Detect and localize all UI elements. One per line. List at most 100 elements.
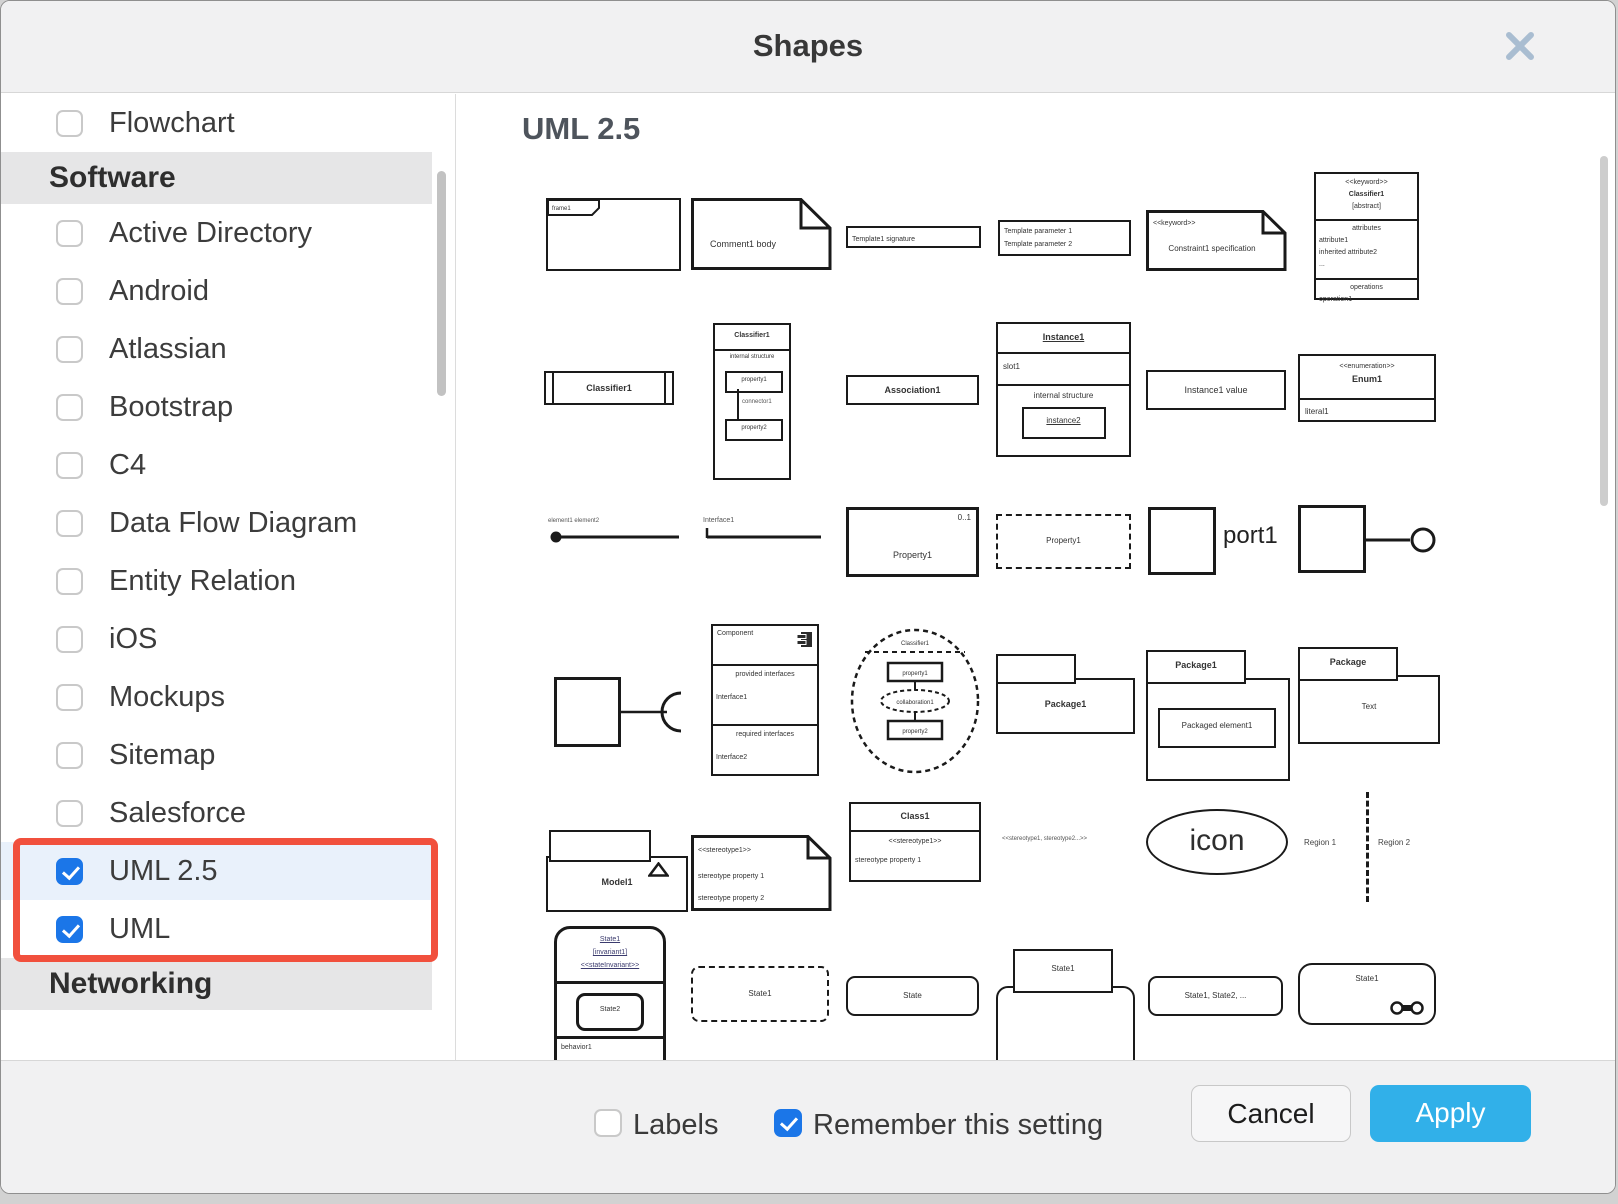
shape-package-simple: Package1 (996, 654, 1135, 734)
shape-state-composite: State1 (996, 949, 1135, 1062)
checkbox-ios[interactable] (56, 625, 83, 653)
sidebar-scrollbar[interactable] (437, 171, 446, 396)
sidebar-item-label: Data Flow Diagram (109, 506, 358, 539)
shape-regions: Region 1 Region 2 (1302, 792, 1452, 902)
dialog-title: Shapes (752, 28, 864, 63)
preview-scrollbar[interactable] (1600, 156, 1608, 506)
cancel-button[interactable]: Cancel (1191, 1085, 1351, 1142)
checkbox-atlassian[interactable] (56, 335, 83, 363)
shape-component: Component provided interfaces Interface1… (711, 624, 819, 776)
shape-state-full: State1 [invariant1] <<stateInvariant>> S… (554, 926, 666, 1062)
shape-state-plain: State (846, 976, 979, 1016)
shape-socket-square (554, 677, 621, 747)
remember-setting-checkbox[interactable] (774, 1109, 802, 1137)
checkbox-salesforce[interactable] (56, 799, 83, 827)
shape-interface-line: Interface1 (703, 517, 821, 539)
sidebar-item-mockups[interactable]: Mockups (1, 668, 432, 726)
checkbox-c4[interactable] (56, 451, 83, 479)
sidebar-item-label: Mockups (109, 680, 226, 713)
sidebar-item-label: C4 (109, 448, 147, 481)
shape-state-list: State1, State2, ... (1148, 976, 1283, 1016)
sidebar-item-label: Atlassian (109, 332, 227, 365)
sidebar-item-atlassian[interactable]: Atlassian (1, 320, 432, 378)
sidebar-item-label: Salesforce (109, 796, 247, 829)
checkbox-android[interactable] (56, 277, 83, 305)
apply-button[interactable]: Apply (1370, 1085, 1531, 1142)
sidebar-item-sitemap[interactable]: Sitemap (1, 726, 432, 784)
shape-port-square (1148, 507, 1216, 575)
sidebar-section-networking: Networking (1, 958, 432, 1010)
close-icon[interactable] (1503, 29, 1537, 63)
shape-property-dashed: Property1 (996, 514, 1131, 569)
checkbox-active-directory[interactable] (56, 219, 83, 247)
checkbox-sitemap[interactable] (56, 741, 83, 769)
shape-library-sidebar: Flowchart Software Active Directory Andr… (1, 94, 456, 1060)
sidebar-item-c4[interactable]: C4 (1, 436, 432, 494)
shape-association: Association1 (846, 375, 979, 405)
svg-text:Comment1 body: Comment1 body (710, 239, 777, 249)
shape-preview-panel: UML 2.5 frame1 Comment1 body Template1 s… (457, 94, 1614, 1062)
shape-icon-ellipse: icon (1146, 809, 1288, 875)
svg-text:<<keyword>>: <<keyword>> (1153, 220, 1195, 227)
shape-ball-square (1298, 505, 1366, 573)
svg-text:property2: property2 (902, 729, 928, 735)
submachine-glasses-icon (1390, 1001, 1424, 1015)
sidebar-item-flowchart[interactable]: Flowchart (1, 94, 432, 152)
shape-package-element: Package1 Packaged element1 (1146, 650, 1290, 781)
labels-checkbox[interactable] (594, 1109, 622, 1137)
shape-model: Model1 (546, 830, 688, 912)
sidebar-item-data-flow-diagram[interactable]: Data Flow Diagram (1, 494, 432, 552)
svg-text:Interface1: Interface1 (703, 517, 734, 524)
svg-text:stereotype property 2: stereotype property 2 (698, 895, 764, 902)
svg-text:Classifier1: Classifier1 (901, 641, 930, 647)
checkbox-flowchart[interactable] (56, 109, 83, 137)
svg-text:frame1: frame1 (552, 206, 571, 212)
svg-text:stereotype property 1: stereotype property 1 (698, 873, 764, 880)
shape-frame: frame1 (546, 198, 681, 271)
sidebar-item-bootstrap[interactable]: Bootstrap (1, 378, 432, 436)
shape-enumeration: <<enumeration>> Enum1 literal1 (1298, 354, 1436, 422)
shape-collaboration: Classifier1 property1 collaboration1 pro… (850, 628, 980, 774)
dialog-header: Shapes (1, 1, 1615, 93)
sidebar-item-active-directory[interactable]: Active Directory (1, 204, 432, 262)
checkbox-entity-relation[interactable] (56, 567, 83, 595)
sidebar-item-uml[interactable]: UML (1, 900, 432, 958)
shape-classifier-simple: Classifier1 (544, 371, 674, 405)
checkbox-uml[interactable] (56, 915, 83, 943)
checkbox-bootstrap[interactable] (56, 393, 83, 421)
sidebar-item-entity-relation[interactable]: Entity Relation (1, 552, 432, 610)
sidebar-item-android[interactable]: Android (1, 262, 432, 320)
shape-state-submachine: State1 (1298, 963, 1436, 1025)
shape-constraint-note: <<keyword>> Constraint1 specification (1146, 210, 1287, 271)
checkbox-data-flow-diagram[interactable] (56, 509, 83, 537)
svg-text:Constraint1 specification: Constraint1 specification (1168, 244, 1255, 253)
checkbox-mockups[interactable] (56, 683, 83, 711)
shape-classifier-class: <<keyword>> Classifier1 [abstract] attri… (1314, 172, 1419, 303)
shape-stereotype-note: <<stereotype1>> stereotype property 1 st… (691, 835, 832, 911)
sidebar-item-salesforce[interactable]: Salesforce (1, 784, 432, 842)
remember-setting-label: Remember this setting (813, 1109, 1104, 1141)
svg-text:<<stereotype1>>: <<stereotype1>> (698, 847, 751, 854)
shape-template-parameters: Template parameter 1 Template parameter … (998, 220, 1131, 256)
checkbox-uml25[interactable] (56, 857, 83, 885)
labels-label: Labels (633, 1109, 719, 1141)
sidebar-item-label: Entity Relation (109, 564, 296, 597)
sidebar-item-label: iOS (109, 622, 158, 655)
sidebar-section-software: Software (1, 152, 432, 204)
sidebar-item-uml25[interactable]: UML 2.5 (1, 842, 432, 900)
shape-state-dashed: State1 (691, 966, 829, 1022)
svg-text:collaboration1: collaboration1 (896, 700, 934, 706)
sidebar-item-label: Bootstrap (109, 390, 234, 423)
shape-class-stereotype: Class1 <<stereotype1>> stereotype proper… (849, 802, 981, 882)
sidebar-item-ios[interactable]: iOS (1, 610, 432, 668)
shape-comment: Comment1 body (691, 198, 832, 270)
shape-instance-value: Instance1 value (1146, 370, 1286, 410)
shape-property-multiplicity: 0..1 Property1 (846, 507, 979, 577)
svg-text:property1: property1 (902, 671, 928, 677)
shape-package-text: Package Text (1298, 647, 1440, 744)
sidebar-item-label: UML 2.5 (109, 854, 218, 887)
shape-association-dot: element1 element2 (548, 518, 679, 543)
sidebar-item-label: Android (109, 274, 209, 307)
shape-instance: Instance1 slot1 internal structure insta… (996, 322, 1131, 457)
